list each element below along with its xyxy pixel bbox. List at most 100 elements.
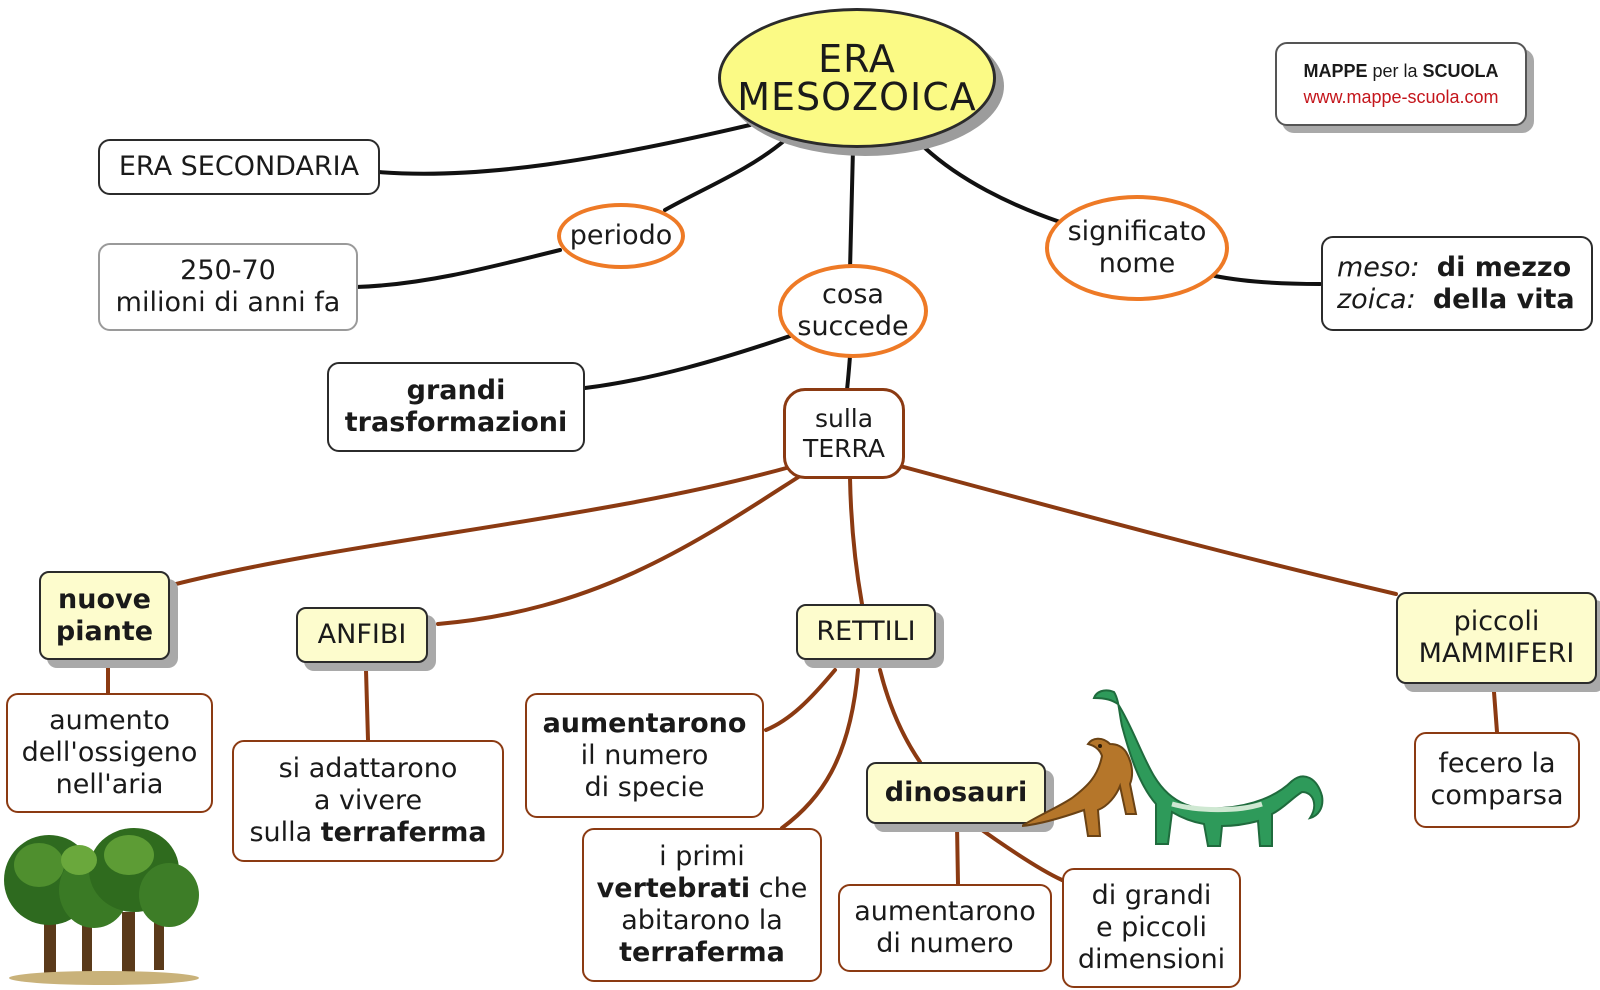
era-secondaria-box: ERA SECONDARIA: [98, 139, 380, 195]
rettili-aumentarono-line-3: di specie: [584, 771, 705, 803]
mammiferi-node: piccoli MAMMIFERI: [1396, 592, 1597, 684]
rettili-aumentarono-line-2: il numero: [580, 739, 709, 771]
anfibi-label: ANFIBI: [317, 619, 407, 650]
dinosauri-dim-line-2: e piccoli: [1095, 912, 1208, 943]
piante-label-line-1: nuove: [58, 583, 151, 615]
link-rettili-dinosauri: [878, 668, 922, 764]
brand-per-la: per la: [1372, 61, 1418, 81]
title-node: ERA MESOZOICA: [718, 8, 996, 148]
periodo-value-line-2: milioni di anni fa: [115, 287, 341, 318]
dinosauri-dimensioni-box: di grandi e piccoli dimensioni: [1062, 868, 1241, 988]
brand-box[interactable]: MAPPE per la SCUOLA www.mappe-scuola.com: [1275, 42, 1527, 126]
title-line-1: ERA: [818, 37, 896, 81]
nuove-piante-node: nuove piante: [39, 571, 170, 660]
brand-mappe: MAPPE: [1303, 61, 1368, 81]
significato-value-box: meso: di mezzo zoica: della vita: [1321, 236, 1593, 331]
meso-text: di mezzo: [1436, 251, 1572, 283]
rettili-primi-line-2: vertebrati che: [597, 873, 808, 905]
era-secondaria-label: ERA SECONDARIA: [118, 151, 360, 182]
piante-desc-line-2: dell'ossigeno: [21, 737, 198, 768]
brand-url-link[interactable]: www.mappe-scuola.com: [1303, 87, 1499, 107]
terra-line-1: sulla: [814, 403, 874, 433]
piante-desc-line-3: nell'aria: [55, 769, 164, 800]
link-terra-mammiferi: [898, 464, 1398, 596]
trees-illustration: [4, 828, 199, 985]
significato-label-line-1: significato: [1067, 216, 1207, 247]
anfibi-desc-line-2: a vivere: [313, 785, 423, 816]
significato-oval: significato nome: [1045, 195, 1229, 301]
rettili-label: RETTILI: [816, 616, 916, 647]
mammiferi-desc-line-1: fecero la: [1438, 748, 1556, 779]
meso-prefix: meso:: [1337, 251, 1420, 283]
link-terra-rettili: [848, 476, 864, 606]
link-mammiferi-desc: [1492, 690, 1499, 734]
anfibi-desc-box: si adattarono a vivere sulla terraferma: [232, 740, 504, 862]
link-rettili-aumentarono: [764, 668, 837, 732]
dinosauri-numero-line-1: aumentarono: [854, 896, 1036, 927]
periodo-value-box: 250-70 milioni di anni fa: [98, 243, 358, 331]
zoica-text: della vita: [1432, 283, 1575, 315]
dinosauri-label: dinosauri: [884, 777, 1028, 808]
link-cosa-terra: [845, 354, 852, 392]
anfibi-desc-line-1: si adattarono: [278, 753, 458, 784]
title-line-2: MESOZOICA: [737, 75, 977, 119]
rettili-primi-che: che: [750, 873, 808, 904]
piante-desc-line-1: aumento: [49, 705, 170, 736]
link-title-cosa-succede: [848, 146, 855, 272]
cosa-succede-line-1: cosa: [822, 279, 884, 310]
periodo-oval: periodo: [557, 203, 685, 269]
link-title-periodo: [663, 138, 787, 212]
dinosauri-numero-box: aumentarono di numero: [838, 884, 1052, 972]
mammiferi-label-line-2: MAMMIFERI: [1418, 638, 1575, 669]
meso-line: meso: di mezzo: [1337, 252, 1571, 284]
anfibi-node: ANFIBI: [296, 607, 428, 663]
piante-label-line-2: piante: [55, 615, 154, 647]
link-significato-valore: [1213, 274, 1322, 286]
grandi-trasformazioni-box: grandi trasformazioni: [327, 362, 585, 452]
dinosaurs-illustration: [1022, 689, 1324, 847]
piante-desc-box: aumento dell'ossigeno nell'aria: [6, 693, 213, 813]
rettili-primi-line-1: i primi: [659, 841, 745, 872]
grandi-line-2: trasformazioni: [344, 407, 568, 438]
zoica-prefix: zoica:: [1337, 283, 1416, 315]
terra-box: sulla TERRA: [783, 388, 905, 479]
brand-scuola: SCUOLA: [1422, 61, 1499, 81]
grandi-line-1: grandi: [406, 375, 506, 406]
mammiferi-desc-line-2: comparsa: [1430, 780, 1564, 811]
cosa-succede-line-2: succede: [797, 311, 909, 342]
brand-name: MAPPE per la SCUOLA: [1303, 58, 1498, 84]
link-dinosauri-dimensioni: [973, 823, 1064, 882]
periodo-label: periodo: [569, 220, 673, 251]
dinosauri-node: dinosauri: [866, 762, 1046, 824]
terra-line-2: TERRA: [803, 433, 885, 463]
rettili-primi-vertebrati: vertebrati: [596, 873, 751, 904]
anfibi-desc-terraferma: terraferma: [320, 817, 487, 848]
link-anfibi-desc: [364, 668, 370, 742]
link-periodo-valore: [354, 248, 562, 289]
mammiferi-label-line-1: piccoli: [1453, 606, 1540, 637]
anfibi-desc-line-3: sulla terraferma: [249, 817, 486, 849]
rettili-aumentarono-line-1: aumentarono: [542, 707, 747, 739]
link-rettili-primi: [780, 668, 860, 830]
dinosauri-dim-line-3: dimensioni: [1077, 944, 1226, 975]
link-title-significato: [923, 146, 1062, 224]
link-terra-anfibi: [436, 474, 802, 626]
dinosauri-numero-line-2: di numero: [876, 928, 1014, 959]
rettili-primi-box: i primi vertebrati che abitarono la terr…: [582, 828, 822, 982]
sauropod-icon: [1092, 689, 1324, 847]
anfibi-desc-sulla: sulla: [249, 817, 321, 848]
periodo-value-line-1: 250-70: [180, 255, 276, 286]
link-dinosauri-numero: [955, 823, 960, 886]
rettili-primi-line-3: abitarono la: [621, 905, 783, 936]
rettili-primi-line-4: terraferma: [619, 937, 785, 968]
significato-label-line-2: nome: [1098, 248, 1176, 279]
dinosauri-dim-line-1: di grandi: [1091, 880, 1212, 911]
mammiferi-desc-box: fecero la comparsa: [1414, 732, 1580, 828]
link-title-era-secondaria: [376, 123, 752, 176]
link-cosa-grandi: [583, 334, 792, 390]
zoica-line: zoica: della vita: [1337, 284, 1575, 316]
rettili-node: RETTILI: [796, 604, 936, 660]
link-terra-piante: [170, 465, 792, 587]
cosa-succede-oval: cosa succede: [778, 264, 928, 358]
